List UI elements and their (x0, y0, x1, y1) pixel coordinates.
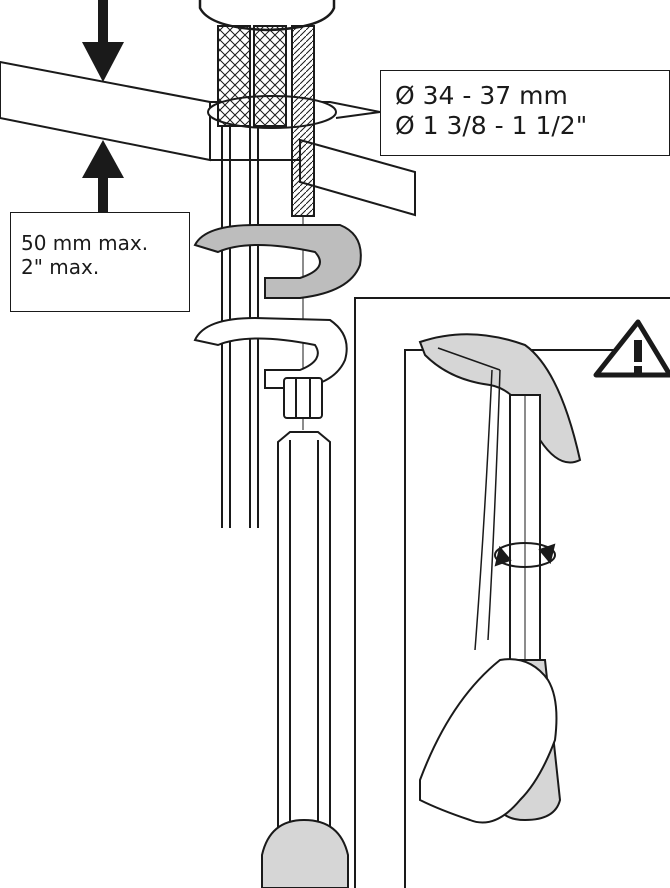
horseshoe-washer-lower (193, 316, 348, 389)
diameter-leader (335, 111, 381, 119)
hex-nut (283, 377, 323, 419)
arrow-up-icon (82, 140, 124, 215)
thickness-imperial: 2" max. (21, 255, 100, 279)
thickness-label: 50 mm max. 2" max. (10, 212, 190, 312)
diameter-label: Ø 34 - 37 mm Ø 1 3/8 - 1 1/2" (380, 70, 670, 156)
inset-panel (354, 297, 670, 888)
diameter-metric: Ø 34 - 37 mm (395, 81, 568, 110)
diameter-imperial: Ø 1 3/8 - 1 1/2" (395, 111, 588, 140)
arrow-down-icon (82, 0, 124, 82)
warning-triangle-icon (593, 319, 670, 378)
rotate-arrows-icon (494, 542, 556, 568)
countertop (0, 60, 416, 217)
thickness-arrows (82, 0, 124, 215)
thickness-metric: 50 mm max. (21, 231, 149, 255)
mounting-tool (261, 431, 349, 888)
horseshoe-washer-upper (193, 224, 362, 299)
